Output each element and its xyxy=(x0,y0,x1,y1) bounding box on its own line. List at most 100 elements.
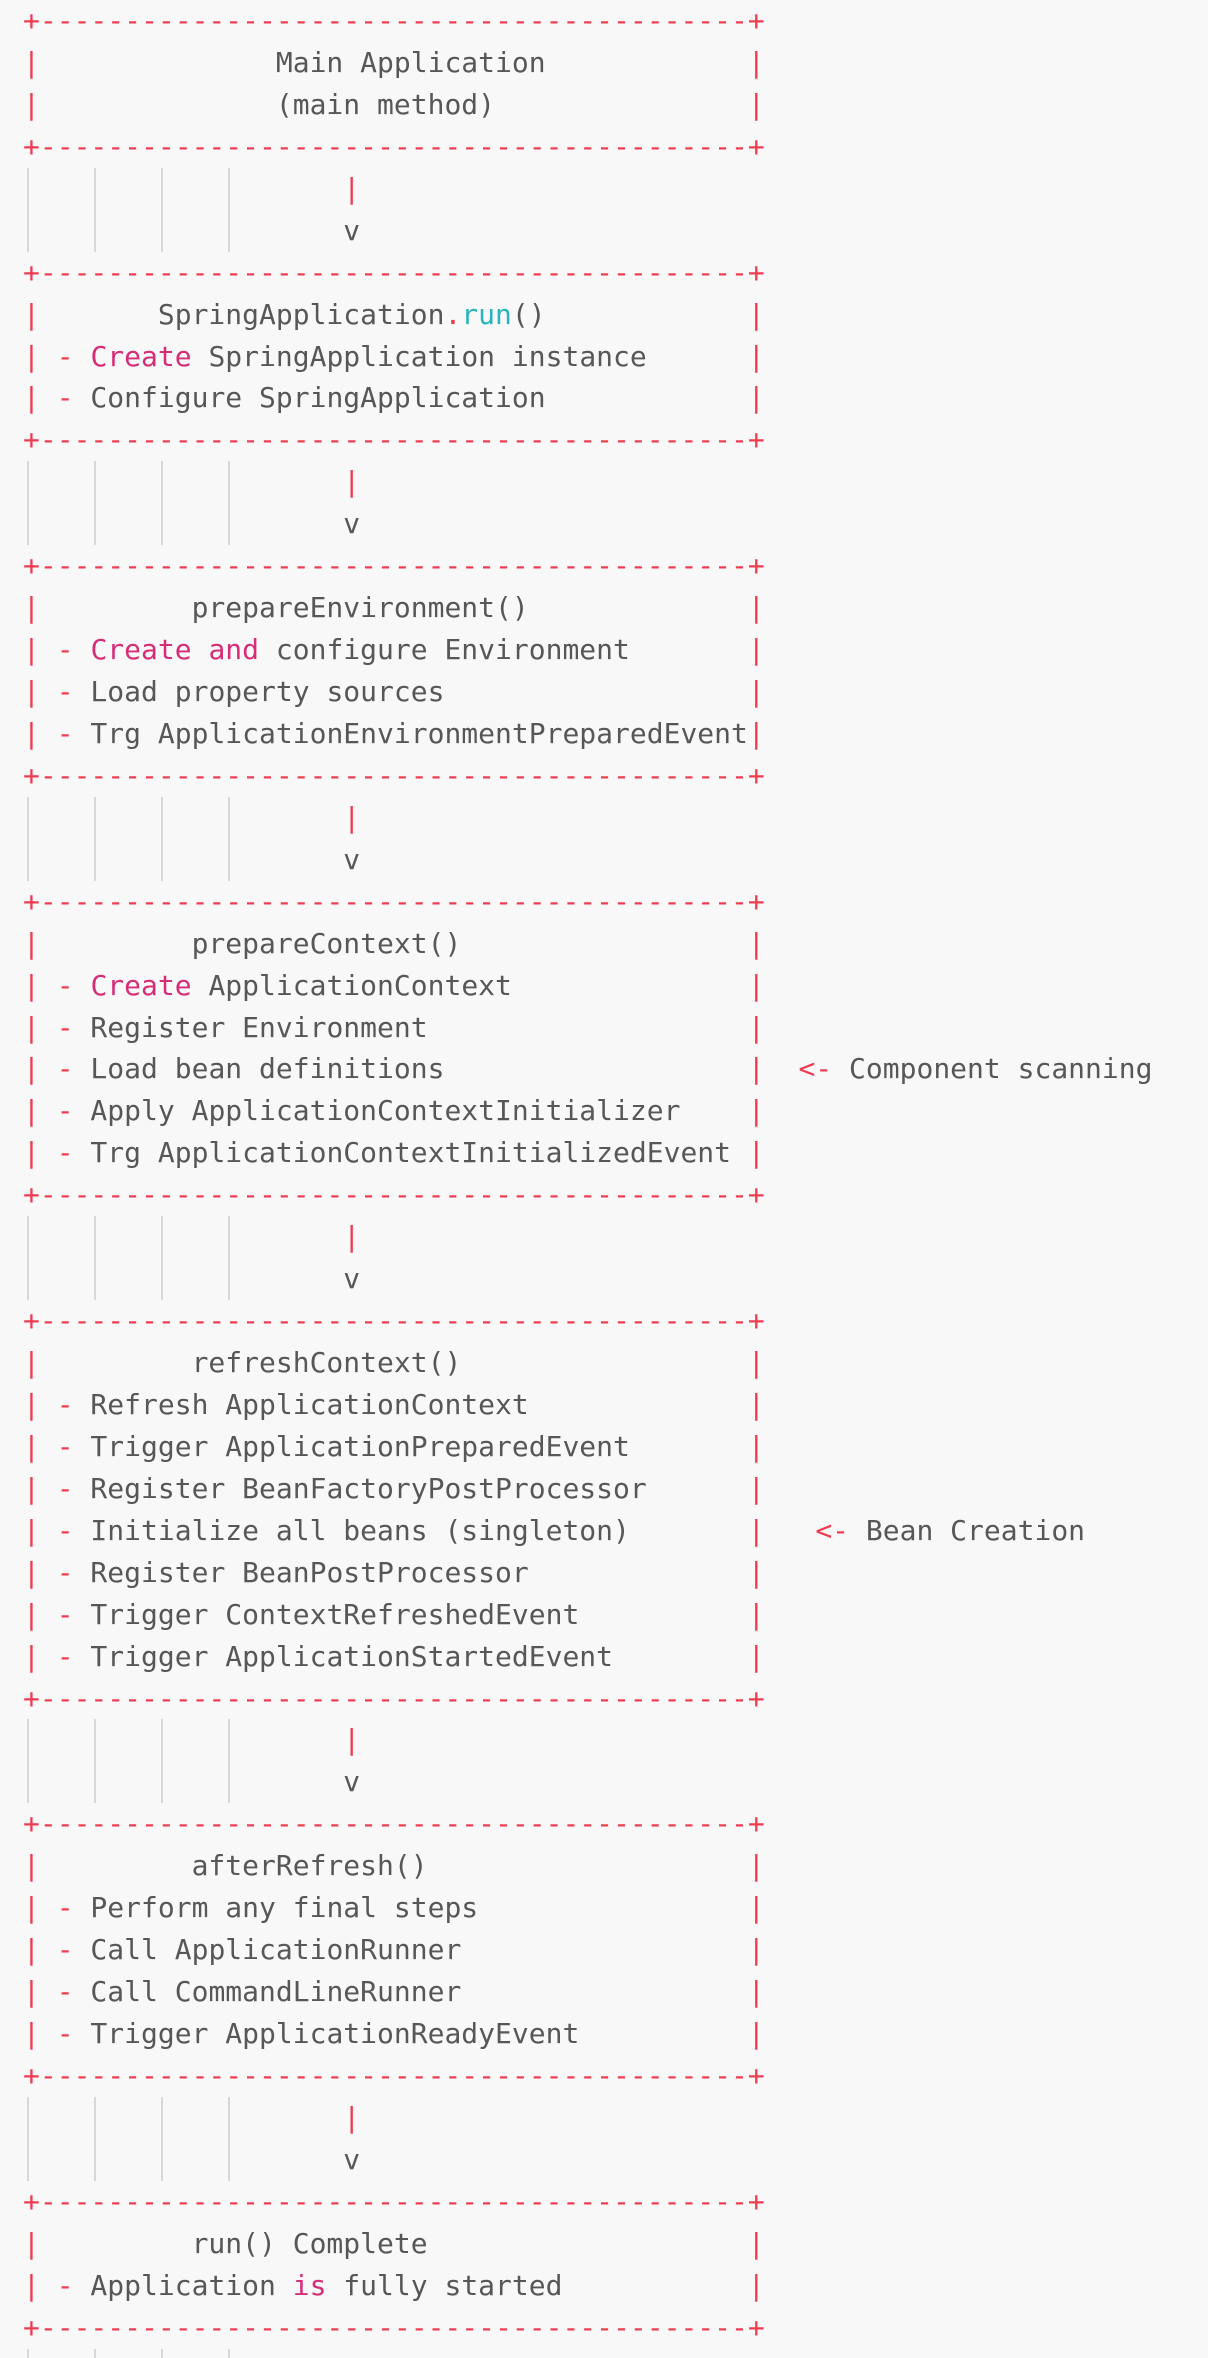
code-segment: | xyxy=(747,1052,765,1086)
code-segment: | xyxy=(747,1136,765,1170)
code-segment: - xyxy=(56,1429,74,1463)
code-segment xyxy=(74,969,91,1002)
code-segment: Apply ApplicationContextInitializer xyxy=(73,1094,748,1128)
code-segment: | xyxy=(23,1052,40,1086)
code-segment: Load property sources xyxy=(73,675,748,708)
code-segment: | xyxy=(23,1933,40,1967)
code-segment: | xyxy=(747,2017,765,2050)
code-segment xyxy=(74,633,91,666)
box5-bullet: | - Trigger ApplicationStartedEvent | xyxy=(23,1636,1152,1678)
code-segment: | xyxy=(23,1849,40,1883)
code-segment: Component scanning xyxy=(832,1052,1153,1086)
code-segment: +---------------------------------------… xyxy=(23,1681,765,1715)
code-segment: Configure SpringApplication xyxy=(73,381,748,415)
code-segment: | xyxy=(23,1891,40,1925)
code-segment: Load bean definitions xyxy=(73,1052,748,1086)
code-segment: v xyxy=(23,1765,361,1799)
code-segment xyxy=(40,1472,57,1505)
code-segment: Trigger ApplicationReadyEvent xyxy=(73,2017,748,2050)
arrow-head: v xyxy=(23,1761,1152,1804)
code-segment: | xyxy=(343,2353,360,2358)
code-segment: | xyxy=(23,297,40,331)
code-segment xyxy=(40,1388,57,1421)
code-segment xyxy=(23,801,343,834)
code-segment: Refresh ApplicationContext xyxy=(73,1387,748,1421)
code-segment: | xyxy=(23,339,40,373)
code-segment xyxy=(40,2269,57,2302)
code-segment: refreshContext() xyxy=(39,1346,748,1379)
code-segment: | xyxy=(23,1429,40,1463)
arrow-head: v xyxy=(23,503,1152,546)
box6-bullet: | - Perform any final steps | xyxy=(23,1887,1152,1929)
code-segment: +---------------------------------------… xyxy=(23,4,765,37)
code-segment xyxy=(40,1011,57,1044)
code-segment: | xyxy=(23,1387,40,1421)
code-segment: is xyxy=(292,2268,327,2302)
code-segment: prepareEnvironment() xyxy=(39,591,748,625)
code-segment: | xyxy=(747,1471,765,1505)
code-segment: Call CommandLineRunner xyxy=(73,1975,748,2009)
code-segment: - xyxy=(56,1052,74,1086)
code-segment: | xyxy=(343,1220,361,1254)
code-segment: | xyxy=(23,1555,40,1589)
code-segment: | xyxy=(747,1513,765,1547)
code-segment: +---------------------------------------… xyxy=(23,758,765,792)
code-segment: | xyxy=(747,45,765,79)
box2-border-bottom: +---------------------------------------… xyxy=(23,419,1152,461)
box5-title: | refreshContext() | xyxy=(23,1342,1152,1384)
box5-border-bottom: +---------------------------------------… xyxy=(23,1678,1152,1720)
code-segment: Perform any final steps xyxy=(73,1891,748,1925)
code-segment: +---------------------------------------… xyxy=(23,884,765,918)
code-segment: | xyxy=(747,1346,765,1379)
code-segment: - xyxy=(56,968,74,1002)
code-segment: | xyxy=(343,1723,361,1757)
code-segment: prepareContext() xyxy=(39,926,748,960)
code-segment: | xyxy=(23,716,40,750)
box4-border-bottom: +---------------------------------------… xyxy=(23,1174,1152,1216)
arrow-stem: | xyxy=(23,2096,1152,2139)
code-segment: - xyxy=(56,1891,74,1925)
code-segment: - xyxy=(56,2268,74,2302)
code-segment xyxy=(765,1514,816,1547)
code-segment xyxy=(23,1220,343,1253)
code-segment: (main method) xyxy=(39,87,748,121)
code-segment: - xyxy=(56,1094,74,1128)
code-segment xyxy=(74,340,91,373)
box3-bullet: | - Load property sources | xyxy=(23,671,1152,713)
box5-bullet: | - Register BeanFactoryPostProcessor | xyxy=(23,1468,1152,1510)
code-segment xyxy=(40,1094,57,1127)
code-segment: Trg ApplicationContextInitializedEvent xyxy=(73,1136,748,1170)
code-segment xyxy=(40,2017,57,2050)
code-segment: +---------------------------------------… xyxy=(23,2310,765,2344)
code-segment: Register BeanPostProcessor xyxy=(73,1555,748,1589)
code-segment xyxy=(40,675,57,708)
code-segment: <- xyxy=(798,1052,833,1086)
code-segment: | xyxy=(747,297,765,331)
code-segment: | xyxy=(343,171,361,205)
code-segment xyxy=(23,172,343,205)
code-segment: Application xyxy=(73,2268,293,2302)
code-segment: Register Environment xyxy=(73,1010,748,1044)
code-segment: | xyxy=(23,2268,40,2302)
code-segment: - xyxy=(56,675,74,708)
code-segment: Call ApplicationRunner xyxy=(73,1933,748,1967)
arrow-head: v xyxy=(23,838,1152,881)
code-segment: | xyxy=(747,1010,765,1044)
box1-title: | Main Application | xyxy=(23,42,1152,84)
code-segment: | xyxy=(23,633,40,667)
box6-bullet: | - Trigger ApplicationReadyEvent | xyxy=(23,2013,1152,2055)
box3-border-top: +---------------------------------------… xyxy=(23,545,1152,587)
code-segment: - xyxy=(56,339,74,373)
code-segment: v xyxy=(23,2142,361,2176)
code-segment xyxy=(40,1933,57,1966)
arrow-stem: | xyxy=(23,796,1152,839)
code-segment: | xyxy=(747,1891,765,1925)
code-segment: | xyxy=(747,1849,765,1883)
code-segment xyxy=(23,2353,343,2358)
code-segment: | xyxy=(23,2226,40,2260)
code-segment: | xyxy=(747,381,765,415)
arrow-stem: | xyxy=(23,1216,1152,1259)
code-segment: +---------------------------------------… xyxy=(23,549,765,583)
code-segment xyxy=(23,1723,343,1756)
